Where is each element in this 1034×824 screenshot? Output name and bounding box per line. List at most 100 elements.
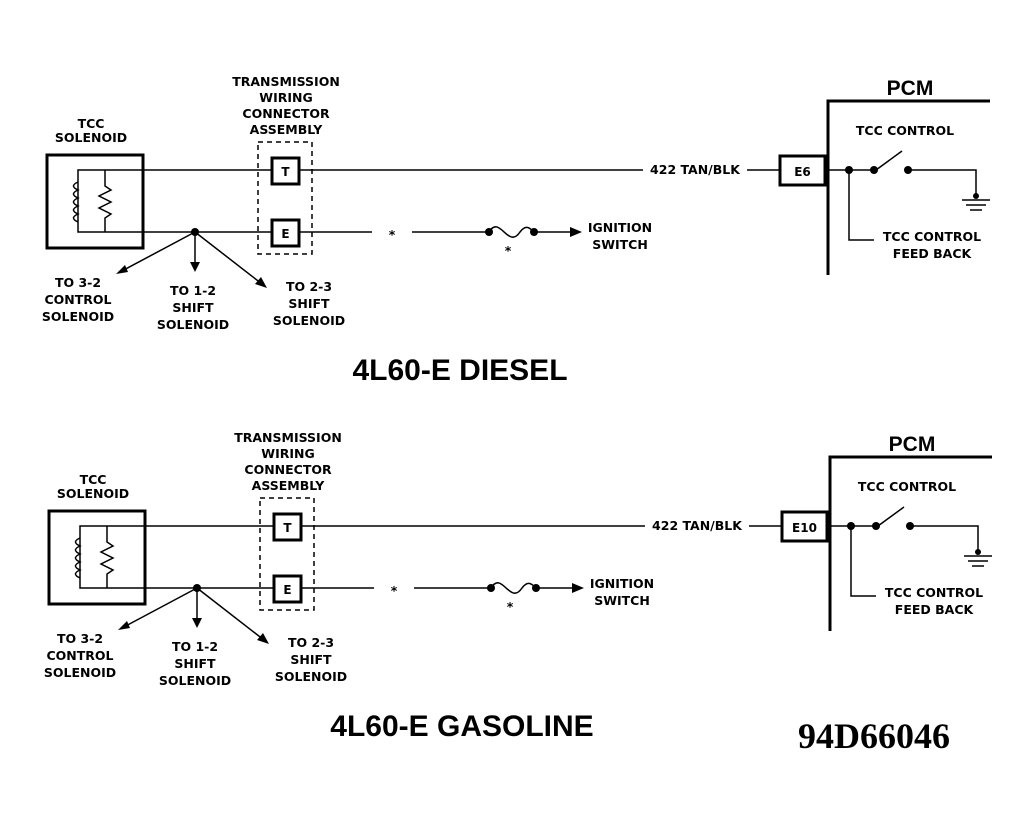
feedback-wire	[848, 170, 874, 241]
resistor-icon	[99, 526, 115, 588]
connector-assembly-box	[257, 141, 313, 255]
feedback-wire	[850, 526, 876, 597]
ignition-switch-label-line-1: IGNITION	[590, 576, 654, 591]
connector-label-line-2: WIRING	[261, 446, 314, 461]
wire-label: 422 TAN/BLK	[650, 162, 741, 177]
to-12-label-line-2: SHIFT	[174, 656, 216, 671]
connector-label-line-1: TRANSMISSION	[234, 430, 342, 445]
connector-label-line-1: TRANSMISSION	[232, 74, 340, 89]
tcc-solenoid-box	[47, 509, 147, 606]
to-32-label-line-1: TO 3-2	[55, 275, 101, 290]
fuse-star-marker: *	[505, 243, 512, 258]
to-23-label-line-2: SHIFT	[288, 296, 330, 311]
tcc-control-label: TCC CONTROL	[856, 123, 954, 138]
to-32-label-line-1: TO 3-2	[57, 631, 103, 646]
tcc-solenoid-label-line-2: SOLENOID	[55, 130, 127, 145]
branch-to-23	[194, 231, 263, 285]
arrow-icon	[118, 621, 130, 630]
branch-to-32	[119, 231, 196, 273]
tcc-solenoid-label-line-1: TCC	[78, 116, 105, 131]
ignition-switch-label-line-2: SWITCH	[594, 593, 650, 608]
figure-code: 94D66046	[798, 716, 950, 756]
feedback-label-line-1: TCC CONTROL	[883, 229, 981, 244]
to-23-label-line-1: TO 2-3	[286, 279, 332, 294]
solenoid-inner-loop	[79, 525, 145, 589]
pcm-label: PCM	[887, 77, 934, 100]
fuse-star-marker: *	[507, 599, 514, 614]
connector-label-line-2: WIRING	[259, 90, 312, 105]
to-12-label-line-2: SHIFT	[172, 300, 214, 315]
pin-t-label: T	[283, 521, 292, 535]
diagram-title: 4L60-E DIESEL	[352, 354, 567, 387]
diesel-diagram: TCCSOLENOIDTRANSMISSIONWIRINGCONNECTORAS…	[42, 74, 990, 387]
pin-t-box	[270, 156, 301, 186]
feedback-label-line-1: TCC CONTROL	[885, 585, 983, 600]
to-23-label-line-3: SOLENOID	[275, 669, 347, 684]
pcm-label: PCM	[889, 433, 936, 456]
connector-label-line-3: CONNECTOR	[244, 462, 332, 477]
switch-contact-dot	[870, 166, 878, 174]
arrow-icon	[192, 618, 202, 628]
to-23-label-line-2: SHIFT	[290, 652, 332, 667]
pcm-boundary	[826, 99, 990, 275]
ground-dot	[975, 549, 981, 555]
pcm-terminal-label: E6	[794, 165, 811, 179]
solenoid-inner-loop	[77, 169, 143, 233]
tcc-control-switch	[875, 150, 903, 171]
arrow-icon	[570, 227, 582, 237]
ground-dot	[973, 193, 979, 199]
coil-icon	[72, 181, 80, 223]
star-marker: *	[391, 583, 398, 598]
branch-to-23	[196, 587, 265, 641]
coil-icon	[74, 537, 82, 579]
connector-label-line-4: ASSEMBLY	[250, 122, 324, 137]
to-32-label-line-2: CONTROL	[44, 292, 111, 307]
arrow-icon	[572, 583, 584, 593]
to-12-label-line-1: TO 1-2	[170, 283, 216, 298]
tcc-solenoid-label-line-2: SOLENOID	[57, 486, 129, 501]
tcc-control-switch	[877, 506, 905, 527]
to-32-label-line-3: SOLENOID	[44, 665, 116, 680]
connector-assembly-box	[259, 497, 315, 611]
gasoline-diagram: TCCSOLENOIDTRANSMISSIONWIRINGCONNECTORAS…	[44, 430, 992, 743]
ground-wire	[910, 525, 979, 552]
to-12-label-line-3: SOLENOID	[159, 673, 231, 688]
pcm-boundary	[828, 455, 992, 631]
diagram-title: 4L60-E GASOLINE	[330, 710, 593, 743]
arrow-icon	[255, 277, 267, 288]
feedback-label-line-2: FEED BACK	[893, 246, 973, 261]
pin-e-box	[272, 574, 303, 604]
to-12-label-line-3: SOLENOID	[157, 317, 229, 332]
switch-contact-dot	[872, 522, 880, 530]
fuse-icon	[490, 582, 537, 594]
ground-wire	[908, 169, 977, 196]
branch-to-32	[121, 587, 198, 629]
fuse-icon	[488, 226, 535, 238]
pin-t-label: T	[281, 165, 290, 179]
to-23-label-line-3: SOLENOID	[273, 313, 345, 328]
arrow-icon	[116, 265, 128, 274]
tcc-control-label: TCC CONTROL	[858, 479, 956, 494]
to-32-label-line-3: SOLENOID	[42, 309, 114, 324]
tcc-solenoid-label-line-1: TCC	[80, 472, 107, 487]
to-32-label-line-2: CONTROL	[46, 648, 113, 663]
arrow-icon	[190, 262, 200, 272]
to-12-label-line-1: TO 1-2	[172, 639, 218, 654]
to-23-label-line-1: TO 2-3	[288, 635, 334, 650]
wire-label: 422 TAN/BLK	[652, 518, 743, 533]
connector-label-line-4: ASSEMBLY	[252, 478, 326, 493]
resistor-icon	[97, 170, 113, 232]
tcc-solenoid-box	[45, 153, 145, 250]
arrow-icon	[257, 633, 269, 644]
connector-label-line-3: CONNECTOR	[242, 106, 330, 121]
pin-e-box	[270, 218, 301, 248]
pcm-terminal-label: E10	[792, 521, 817, 535]
feedback-label-line-2: FEED BACK	[895, 602, 975, 617]
star-marker: *	[389, 227, 396, 242]
pin-e-label: E	[281, 227, 289, 241]
ignition-switch-label-line-2: SWITCH	[592, 237, 648, 252]
pin-t-box	[272, 512, 303, 542]
ignition-switch-label-line-1: IGNITION	[588, 220, 652, 235]
pin-e-label: E	[283, 583, 291, 597]
